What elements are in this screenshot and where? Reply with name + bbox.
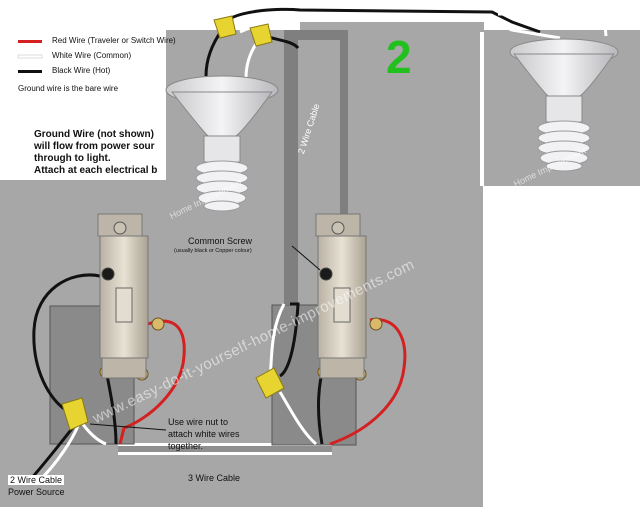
light-fixture-right [509,38,619,172]
common-screw-note: (usually black or Copper colour) [174,248,252,254]
legend-red-label: Red Wire (Traveler or Switch Wire) [52,36,176,45]
cable-chase-right [340,30,348,278]
diagram-number: 2 [386,31,412,83]
wire-nut-note-3: together. [168,441,204,451]
legend-white-label: White Wire (Common) [52,51,132,60]
wire-nut-left [61,397,89,431]
ground-info-line3: through to light. [34,153,111,164]
cable-chase-vertical [284,34,298,304]
three-way-switch-right [315,213,383,381]
common-screw-label: Common Screw [188,236,253,246]
bottom-cable-label: 3 Wire Cable [188,473,241,483]
wire-nut-right [255,367,285,399]
note-panel [0,120,166,180]
power-cable-label: 2 Wire Cable [8,475,65,485]
power-source-label: Power Source [8,487,65,497]
legend-black-label: Black Wire (Hot) [52,66,111,75]
left-box-wiring [28,273,186,482]
ground-info-line4: Attach at each electrical b [34,165,158,176]
ceiling-strip [300,22,484,32]
cable-chase-top [284,30,344,40]
wire-nut-note-2: attach white wires [168,429,240,439]
legend-swatch-red [18,40,42,43]
ground-info-line2: will flow from power sour [34,141,155,152]
legend-ground-note: Ground wire is the bare wire [18,84,119,93]
common-screw-pointer [291,245,321,271]
legend-swatch-white [17,54,43,59]
three-way-switch-left [97,213,165,381]
ground-info-line1: Ground Wire (not shown) [34,129,154,140]
legend-swatch-black [18,70,42,73]
light-fixture-left [165,75,279,212]
wire-nut-note-1: Use wire nut to [168,417,229,427]
ceiling-wire-nuts [213,15,273,47]
legend-panel [0,0,166,120]
wire-nut-pointer [89,423,167,431]
